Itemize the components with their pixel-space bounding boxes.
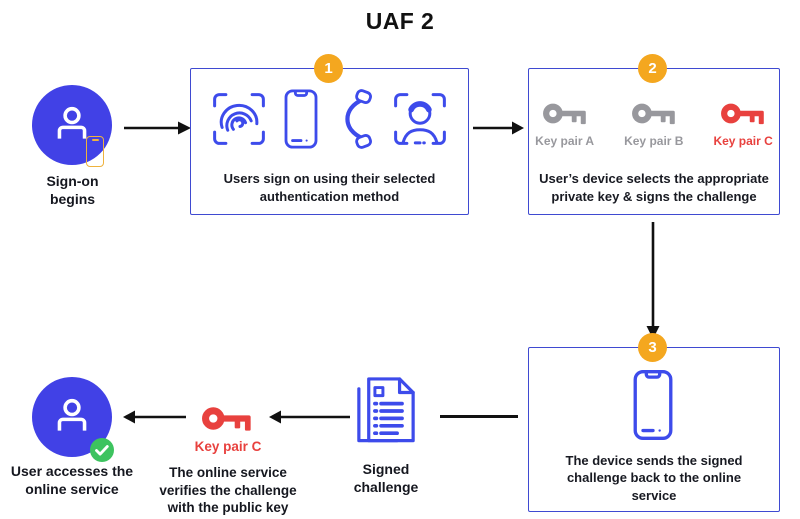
step3-caption: The device sends the signed challenge ba…	[565, 452, 743, 503]
arrow-left-signed-to-verify	[269, 410, 350, 424]
key-icon	[542, 103, 586, 125]
step3-box: The device sends the signed challenge ba…	[528, 347, 780, 512]
verify-caption: The online service verifies the challeng…	[159, 465, 297, 516]
access-label: User accesses the online service	[10, 463, 134, 498]
key-icon	[721, 103, 764, 125]
fingerprint-scan-icon	[213, 93, 265, 145]
small-phone-outline-icon	[86, 136, 104, 167]
check-icon	[90, 438, 114, 462]
key-pair-b: Key pair B	[624, 99, 683, 148]
step1-box: Users sign on using their selected authe…	[190, 68, 469, 215]
key-icon-red	[202, 407, 251, 431]
key-pair-label: Key pair A	[535, 134, 595, 148]
key-pair-label: Key pair B	[624, 134, 684, 148]
step2-box: Key pair A Key pair B Key pair C	[528, 68, 780, 215]
arrow-left-verify-to-access	[123, 410, 186, 424]
step3-number-badge: 3	[638, 333, 667, 362]
key-pair-label: Key pair C	[713, 134, 773, 148]
signed-challenge-label: Signed challenge	[353, 461, 419, 496]
arrow-right-signon-to-step1	[124, 121, 191, 135]
connector-step3-to-signed-challenge	[440, 415, 518, 418]
step2-caption: User’s device selects the appropriate pr…	[539, 171, 769, 204]
signon-avatar	[32, 85, 112, 165]
smartphone-icon	[633, 370, 673, 440]
signed-document-icon	[357, 377, 415, 443]
step1-number-badge: 1	[314, 54, 343, 83]
page-title: UAF 2	[365, 8, 435, 34]
face-scan-icon	[394, 93, 446, 145]
user-icon	[57, 398, 87, 431]
step2-number-badge: 2	[638, 54, 667, 83]
arrow-right-step1-to-step2	[473, 121, 524, 135]
signon-label: Sign-on begins	[46, 173, 99, 208]
key-icon	[631, 103, 675, 125]
step1-caption: Users sign on using their selected authe…	[223, 171, 436, 204]
verify-key-label: Key pair C	[194, 439, 262, 454]
user-icon	[57, 106, 87, 139]
key-pair-c: Key pair C	[713, 99, 773, 148]
arrow-down-step2-to-step3	[646, 222, 660, 339]
phone-call-icon	[345, 89, 372, 149]
smartphone-icon	[284, 89, 318, 149]
key-pair-a: Key pair A	[535, 99, 594, 148]
